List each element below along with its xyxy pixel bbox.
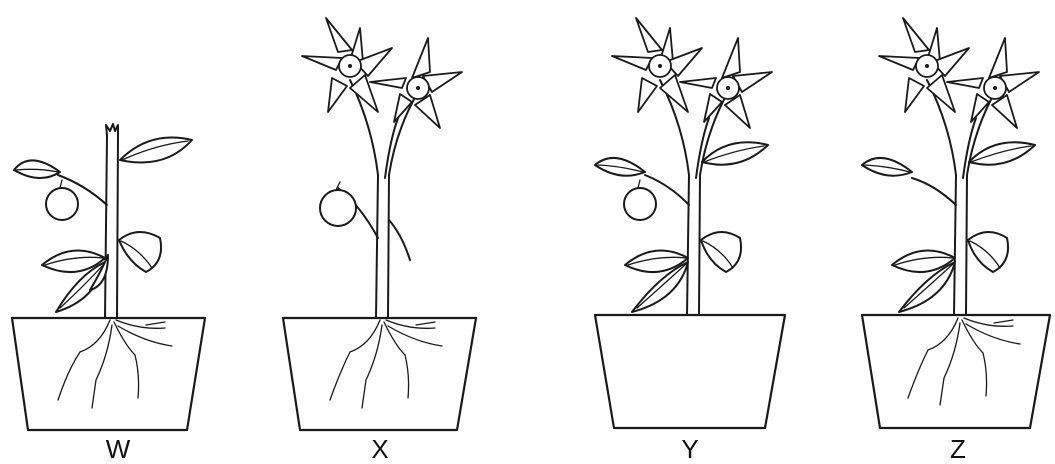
branch-fruit-x	[320, 182, 410, 260]
flower-x-1	[302, 18, 392, 112]
branch-fruit-w	[46, 175, 107, 220]
flower-y-1	[612, 18, 702, 112]
flower-z-1	[879, 18, 969, 112]
pot-z	[862, 315, 1050, 428]
label-y: Y	[681, 434, 698, 464]
plant-w: W	[12, 124, 205, 464]
plant-x: X	[283, 18, 476, 464]
flowers-y	[612, 18, 772, 128]
plant-y: Y	[595, 18, 785, 464]
pot-w	[12, 318, 205, 430]
pot-y	[595, 315, 785, 428]
label-w: W	[106, 434, 131, 464]
leaves-w	[14, 138, 192, 313]
stem-z	[912, 80, 995, 315]
leaves-y	[595, 142, 768, 312]
leaves-z	[862, 142, 1035, 312]
flowers-z	[879, 18, 1039, 128]
flowers-x	[302, 18, 462, 128]
stem-x	[350, 80, 418, 318]
label-x: X	[371, 434, 388, 464]
label-z: Z	[950, 434, 966, 464]
pot-x	[283, 318, 476, 430]
fruit-w	[46, 188, 78, 220]
branch-fruit-y	[624, 175, 689, 220]
stem-w	[105, 124, 118, 318]
fruit-x	[320, 190, 356, 226]
plant-z: Z	[862, 18, 1050, 464]
fruit-y	[624, 188, 656, 220]
